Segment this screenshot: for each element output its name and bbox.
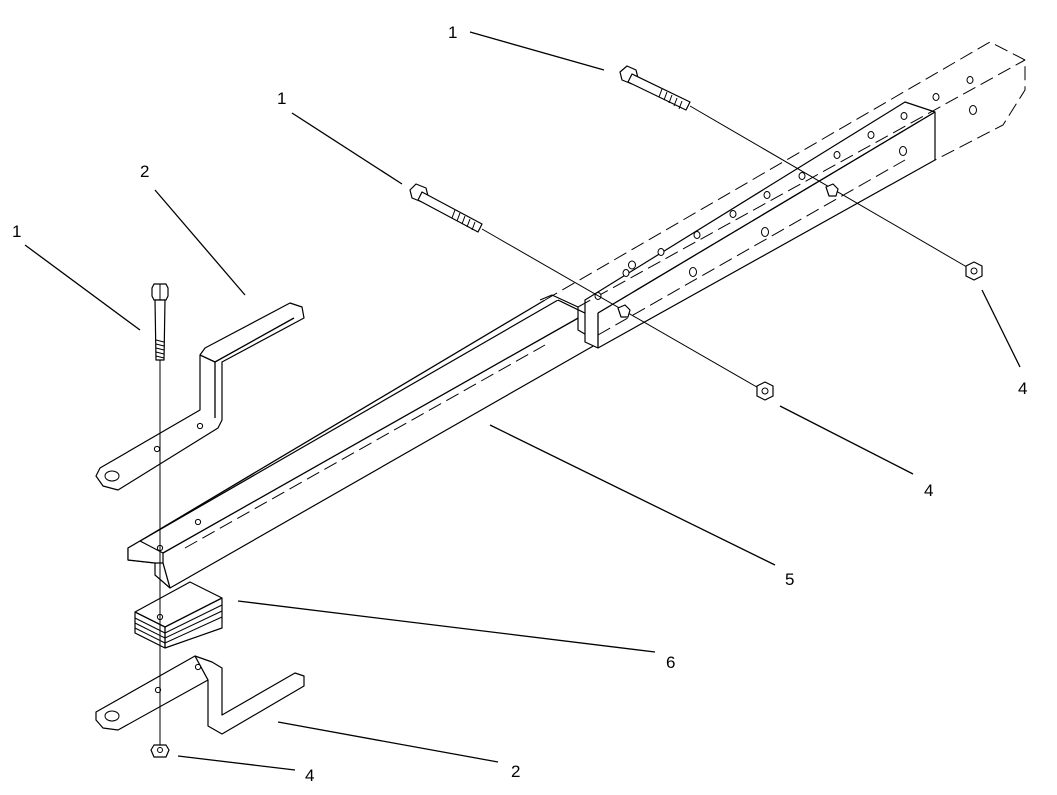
spacer-stack — [134, 581, 223, 649]
callout-1-vertical-bolt: 1 — [12, 222, 21, 241]
leader-lines — [24, 31, 1021, 771]
main-tube — [127, 41, 1026, 589]
callout-2-upper-bracket: 2 — [140, 162, 149, 181]
upper-nut — [825, 183, 983, 281]
callout-1-upper-bolt: 1 — [448, 23, 457, 42]
middle-nut — [617, 304, 774, 401]
callout-6-spacer: 6 — [666, 653, 675, 672]
lower-bracket — [95, 655, 305, 735]
callout-5-main-tube: 5 — [785, 570, 794, 589]
callout-2-lower-bracket: 2 — [511, 762, 520, 781]
vertical-bolt — [151, 283, 169, 745]
upper-bracket — [95, 302, 305, 491]
bottom-nut — [150, 744, 170, 758]
callout-4-upper-nut: 4 — [1018, 379, 1027, 398]
callout-4-middle-nut: 4 — [924, 481, 933, 500]
callout-1-middle-bolt: 1 — [277, 89, 286, 108]
callout-4-bottom-nut: 4 — [305, 766, 314, 785]
